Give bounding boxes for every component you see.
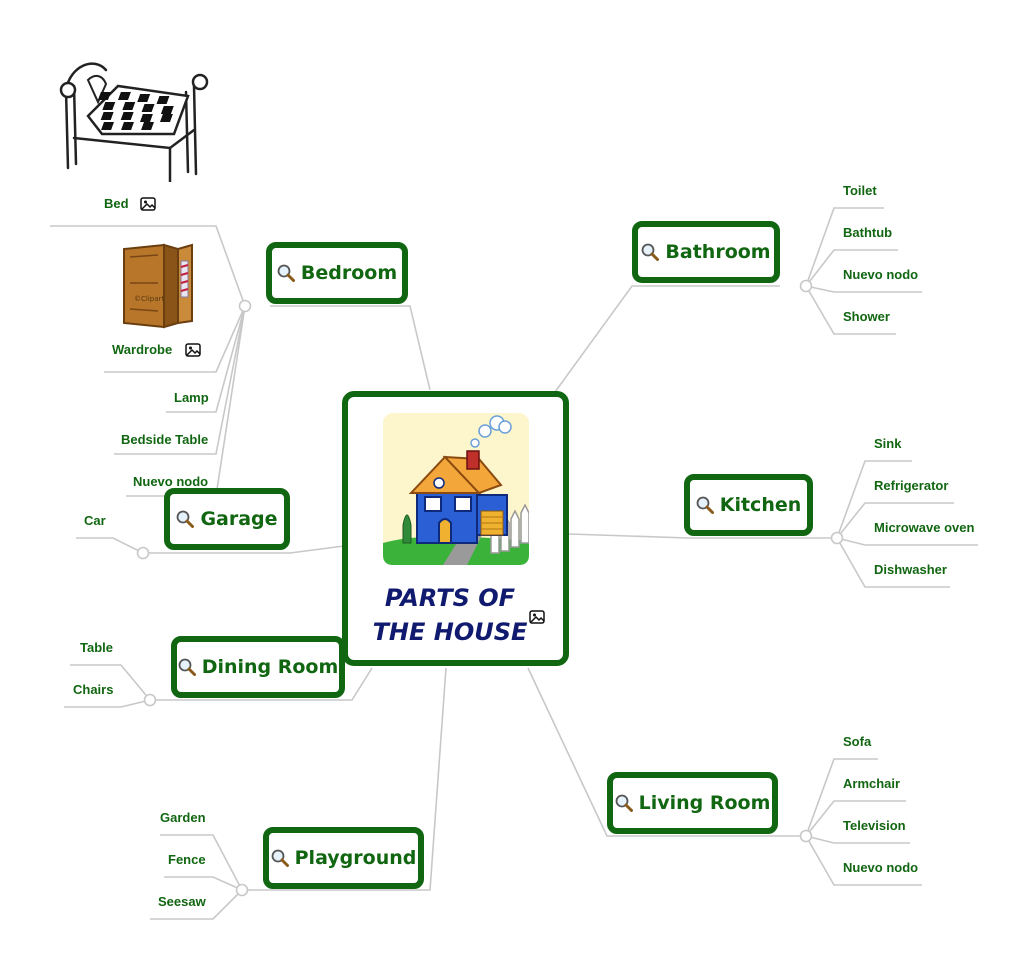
sink-leaf[interactable]: Sink [874,436,902,451]
topic-label: Garage [200,508,278,530]
bed-leaf[interactable]: Bed [104,196,129,211]
sofa-leaf[interactable]: Sofa [843,734,872,749]
topic-label: Bathroom [665,241,771,263]
image-icon[interactable] [185,343,201,357]
car-leaf[interactable]: Car [84,513,106,528]
seesaw-leaf[interactable]: Seesaw [158,894,206,909]
toilet-leaf[interactable]: Toilet [843,183,877,198]
magnifier-icon [177,510,195,528]
dishwasher-leaf[interactable]: Dishwasher [874,562,947,577]
fence-leaf[interactable]: Fence [168,852,206,867]
topic-dining-room[interactable]: Dining Room [171,636,345,698]
television-leaf[interactable]: Television [843,818,906,833]
magnifier-icon [271,849,289,867]
topic-bedroom[interactable]: Bedroom [266,242,408,304]
topic-garage[interactable]: Garage [164,488,290,550]
table-leaf[interactable]: Table [80,640,113,655]
connector-kitchen [568,533,836,539]
topic-kitchen[interactable]: Kitchen [684,474,813,536]
wardrobe-image: ©Clipart [123,243,193,329]
topic-label: Dining Room [201,656,339,678]
magnifier-icon [277,264,295,282]
chairs-leaf[interactable]: Chairs [73,682,114,697]
bathtub-leaf[interactable]: Bathtub [843,225,893,240]
living-nuevo-nodo-leaf[interactable]: Nuevo nodo [843,860,919,875]
topic-label: Living Room [638,792,771,814]
connector-garage [143,545,345,554]
bathroom-nuevo-nodo-leaf[interactable]: Nuevo nodo [843,267,919,282]
connector-bedroom [270,305,431,391]
central-topic[interactable]: PARTS OF THE HOUSE [342,391,569,666]
image-icon[interactable] [529,610,545,624]
connector-dining [150,667,373,701]
magnifier-icon [178,658,196,676]
bedroom-nuevo-nodo-leaf[interactable]: Nuevo nodo [133,474,209,489]
bedside-table-leaf[interactable]: Bedside Table [121,432,209,447]
magnifier-icon [642,243,660,261]
topic-label: Bedroom [300,262,398,284]
magnifier-icon [696,496,714,514]
topic-bathroom[interactable]: Bathroom [632,221,780,283]
bed-image [59,62,209,182]
magnifier-icon [615,794,633,812]
wardrobe-leaf[interactable]: Wardrobe [112,342,173,357]
house-image [383,413,529,565]
microwave-oven-leaf[interactable]: Microwave oven [874,520,975,535]
topic-playground[interactable]: Playground [263,827,424,889]
shower-leaf[interactable]: Shower [843,309,890,324]
svg-text:©Clipart: ©Clipart [134,295,164,303]
connector-playground [242,667,447,891]
garden-leaf[interactable]: Garden [160,810,206,825]
image-icon[interactable] [140,197,156,211]
topic-label: Playground [294,847,417,869]
central-title: PARTS OF THE HOUSE [372,584,528,646]
topic-label: Kitchen [719,494,802,516]
lamp-leaf[interactable]: Lamp [174,390,209,405]
connector-living [527,667,806,837]
connector-bathroom [554,285,780,393]
topic-living-room[interactable]: Living Room [607,772,778,834]
refrigerator-leaf[interactable]: Refrigerator [874,478,949,493]
armchair-leaf[interactable]: Armchair [843,776,901,791]
